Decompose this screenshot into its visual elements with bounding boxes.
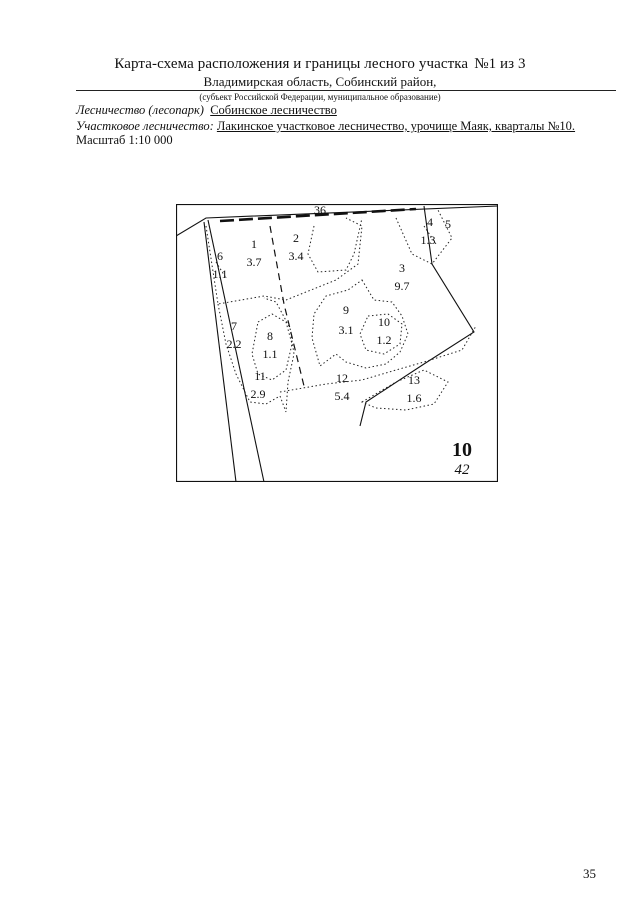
plot-2-area: 3.4 (289, 249, 304, 263)
district-value: Лакинское участковое лесничество, урочищ… (216, 119, 576, 133)
plot-6-area: 1.1 (213, 267, 228, 281)
plot-8-num: 8 (267, 329, 273, 343)
plot-36-num: 36 (314, 204, 326, 217)
region-underline (76, 90, 616, 91)
district-line: Участковое лесничество: Лакинское участк… (76, 119, 575, 134)
plot-11-num: 11 (254, 369, 266, 383)
map-title: Карта-схема расположения и границы лесно… (0, 56, 640, 73)
forestry-line: Лесничество (лесопарк) Собинское лесниче… (76, 103, 337, 118)
plot-7-area: 2.2 (227, 337, 242, 351)
forestry-label: Лесничество (лесопарк) (76, 103, 204, 117)
plot-9-area: 3.1 (339, 323, 354, 337)
map-title-text: Карта-схема расположения и границы лесно… (114, 56, 469, 72)
plot-11-area: 2.9 (251, 387, 266, 401)
plot-12-area: 5.4 (335, 389, 350, 403)
plot-10-area: 1.2 (377, 333, 392, 347)
forest-plot-map: 1 3.7 2 3.4 3 9.7 4 1.3 5 6 1.1 7 2.2 8 … (176, 204, 498, 482)
region-note: (субъект Российской Федерации, муниципал… (199, 92, 441, 102)
plot-10-num: 10 (378, 315, 390, 329)
road-line (219, 207, 417, 223)
page-number: 35 (583, 866, 596, 881)
plot-labels: 1 3.7 2 3.4 3 9.7 4 1.3 5 6 1.1 7 2.2 8 … (213, 204, 452, 405)
plot-13-num: 13 (408, 373, 420, 387)
west-inner-boundary-line (207, 219, 265, 482)
plot-8-area: 1.1 (263, 347, 278, 361)
forestry-value: Собинское лесничество (210, 103, 337, 117)
plot-3-num: 3 (399, 261, 405, 275)
plot-5-num: 5 (445, 217, 451, 231)
plot-boundaries (205, 209, 477, 413)
plot-12-num: 12 (336, 371, 348, 385)
region-line: Владимирская область, Собинский район, (203, 74, 437, 89)
plot-4-area: 1.3 (421, 233, 436, 247)
plot-4-num: 4 (427, 215, 433, 229)
quarter-division-line (269, 225, 305, 387)
map-frame (176, 204, 498, 482)
scale-label: Масштаб 1:10 000 (76, 133, 173, 147)
map-svg: 1 3.7 2 3.4 3 9.7 4 1.3 5 6 1.1 7 2.2 8 … (176, 204, 498, 482)
plot-1-area: 3.7 (247, 255, 262, 269)
quarter-area: 42 (455, 462, 471, 478)
plot-7-num: 7 (231, 319, 237, 333)
plot-1-num: 1 (251, 237, 257, 251)
west-boundary-line (203, 221, 237, 482)
plot-9-num: 9 (343, 303, 349, 317)
plot-2-num: 2 (293, 231, 299, 245)
quarter-number: 10 (452, 439, 472, 461)
map-title-number: №1 из 3 (474, 56, 526, 72)
plot-6-num: 6 (217, 249, 223, 263)
plot-13-area: 1.6 (407, 391, 422, 405)
district-label: Участковое лесничество: (76, 119, 214, 133)
plot-3-area: 9.7 (395, 279, 410, 293)
east-boundary-line (359, 205, 475, 427)
